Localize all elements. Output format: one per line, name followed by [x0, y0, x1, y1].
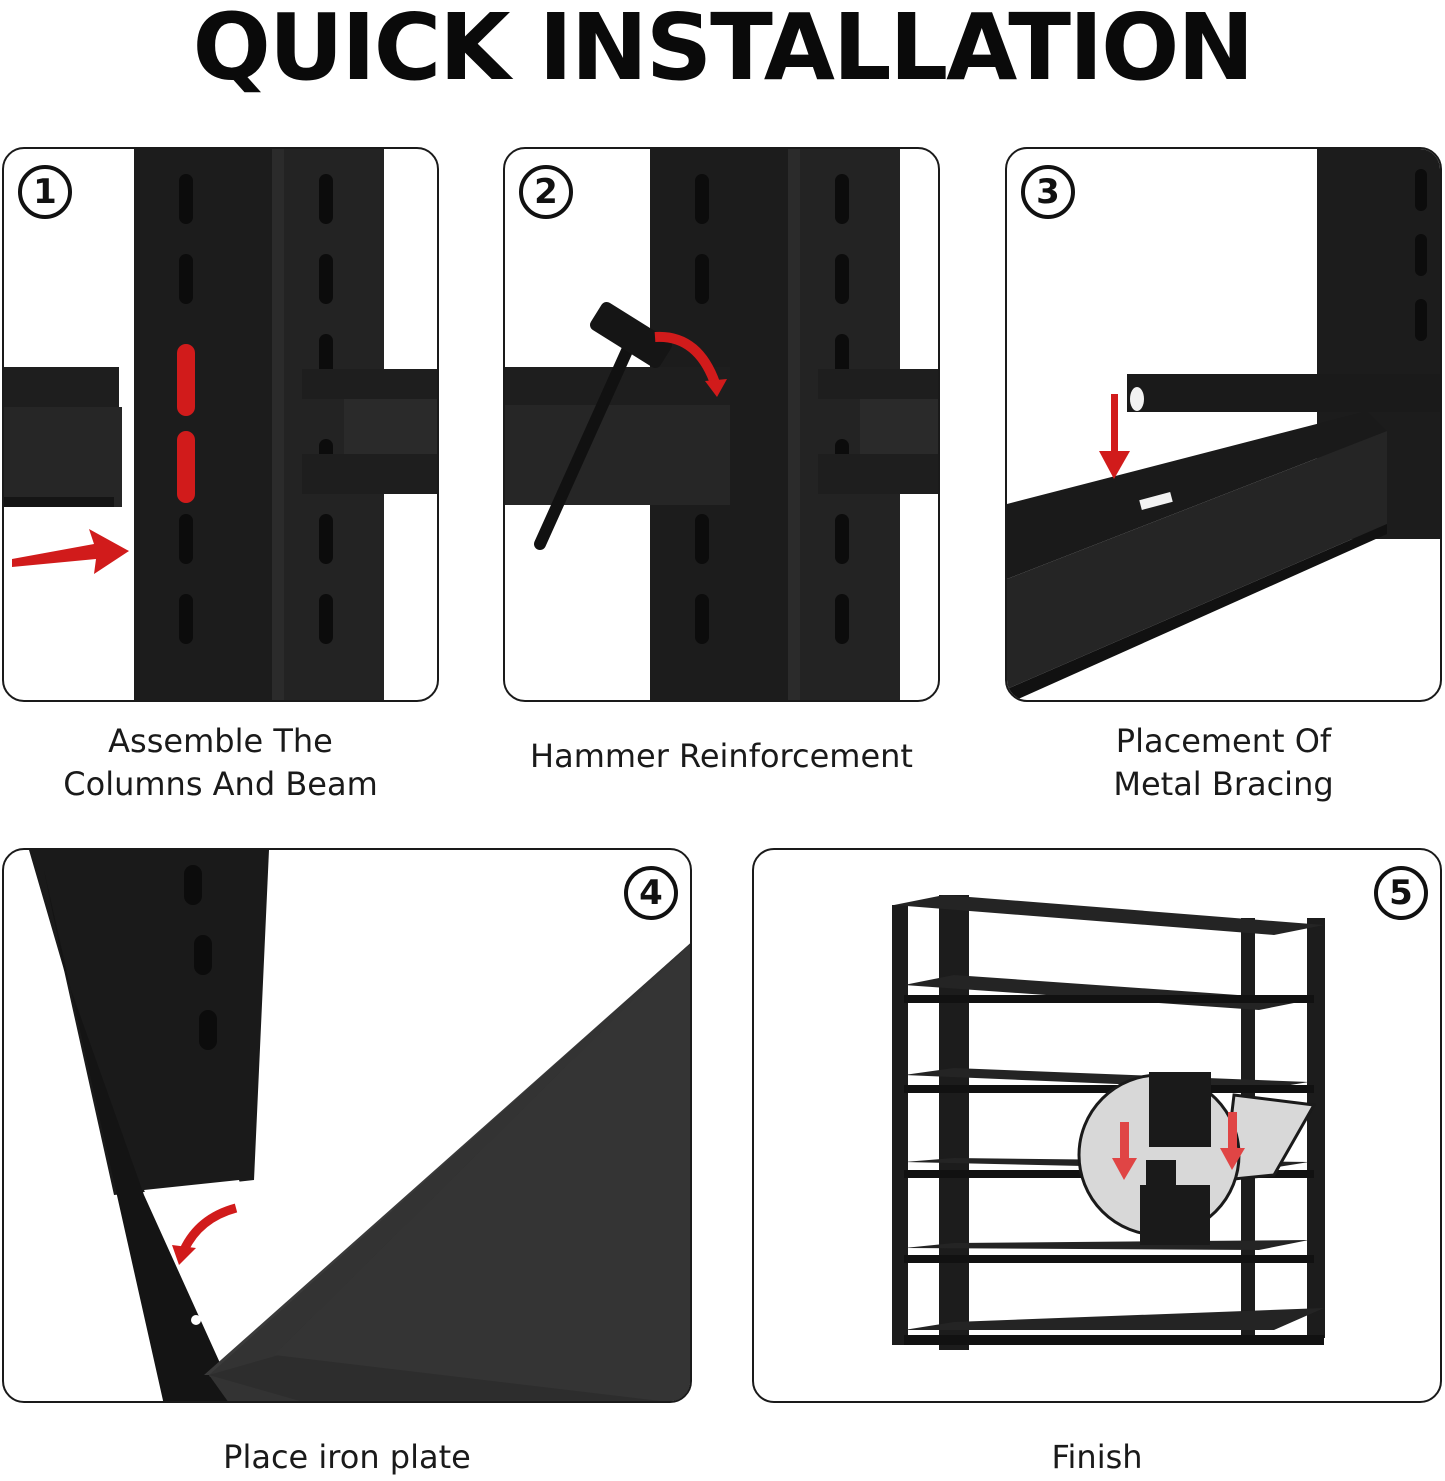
step-3-number-badge: 3 [1021, 165, 1075, 219]
step-5-illustration [892, 895, 1325, 1350]
step-3-caption: Placement Of Metal Bracing [1113, 722, 1334, 803]
step-5-number-badge: 5 [1374, 866, 1428, 920]
step-1-number-badge: 1 [18, 165, 72, 219]
step-2-illustration [505, 149, 938, 700]
step-5-panel: 5 [752, 848, 1442, 1403]
step-3-illustration [1007, 149, 1440, 700]
step-2-caption: Hammer Reinforcement [530, 737, 913, 775]
step-4-panel: 4 [2, 848, 692, 1403]
step-1-caption: Assemble The Columns And Beam [63, 722, 378, 803]
page-title: QUICK INSTALLATION [192, 0, 1255, 101]
step-5-caption: Finish [1051, 1438, 1143, 1476]
step-1-illustration [4, 149, 437, 700]
step-3-panel: 3 [1005, 147, 1442, 702]
step-4-illustration [29, 850, 690, 1401]
step-4-caption: Place iron plate [223, 1438, 471, 1476]
step-2-number-badge: 2 [519, 165, 573, 219]
step-1-panel: 1 [2, 147, 439, 702]
step-2-panel: 2 [503, 147, 940, 702]
step-4-number-badge: 4 [624, 866, 678, 920]
